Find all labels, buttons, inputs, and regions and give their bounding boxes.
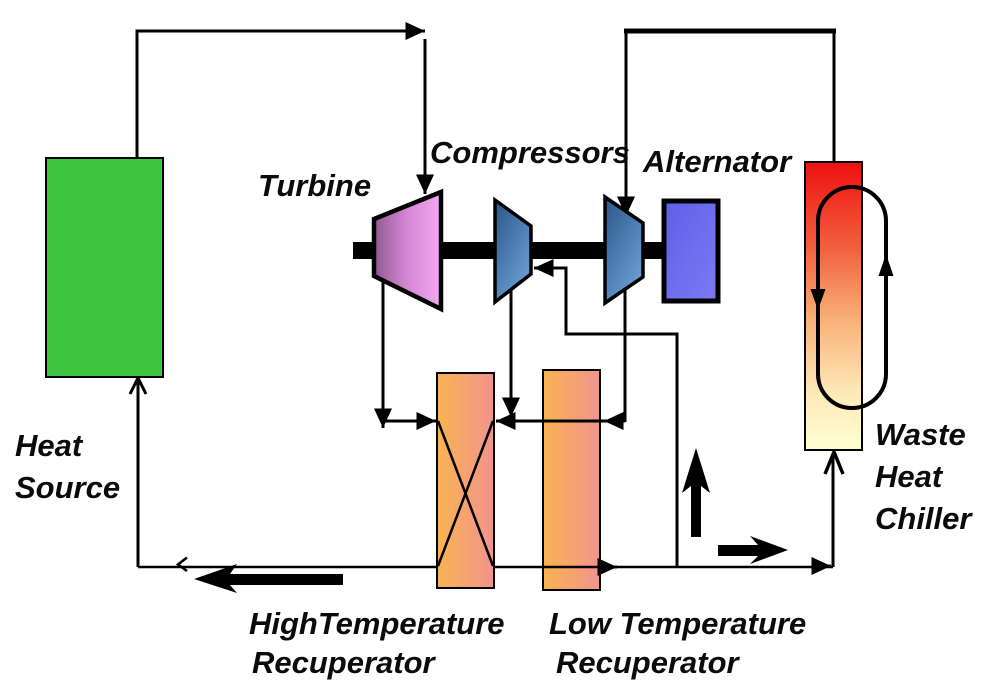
block-arrow-right-icon [718, 536, 788, 564]
pipe-heat-source-to-turbine [135, 22, 425, 158]
block-arrow-up-icon [682, 448, 710, 537]
high-temp-recuperator-box [436, 372, 495, 589]
chevron-arrow-chiller-inlet [823, 447, 845, 475]
turbine-label: Turbine [258, 168, 371, 203]
heat-source-label-line1: Heat [15, 428, 84, 463]
chiller-label-line2: Heat [875, 459, 944, 494]
chiller-label-line1: Waste [875, 417, 966, 452]
htr-label-line1: HighTemperature [249, 606, 505, 641]
heat-exchanger-cross-line2 [436, 420, 495, 567]
flow-direction-arrows [194, 448, 788, 593]
chiller-loop-down-arrow-icon [810, 289, 826, 310]
chiller-label-line3: Chiller [875, 501, 973, 536]
compressors-label: Compressors [430, 135, 630, 170]
chevron-arrow-bus-left [175, 556, 188, 573]
waste-heat-chiller [804, 161, 894, 451]
pipe-compressor1-inlet [534, 259, 679, 567]
alternator-label: Alternator [642, 144, 793, 179]
ltr-label-line2: Recuperator [556, 645, 741, 680]
alternator-box [661, 198, 721, 304]
compressor1-shape [493, 196, 533, 306]
ltr-label-line1: Low Temperature [549, 606, 806, 641]
compressor2-shape [603, 193, 645, 307]
heat-source-label-line2: Source [15, 470, 120, 505]
block-arrow-left-icon [194, 564, 343, 593]
chiller-loop-up-arrow-icon [878, 254, 894, 276]
diagram-labels: Turbine Compressors Alternator Heat Sour… [15, 135, 973, 680]
high-temp-recuperator [436, 372, 495, 589]
htr-label-line2: Recuperator [252, 645, 437, 680]
heat-source-box [45, 157, 164, 378]
turbine-shape [371, 188, 444, 313]
low-temp-recuperator-box [542, 369, 601, 591]
